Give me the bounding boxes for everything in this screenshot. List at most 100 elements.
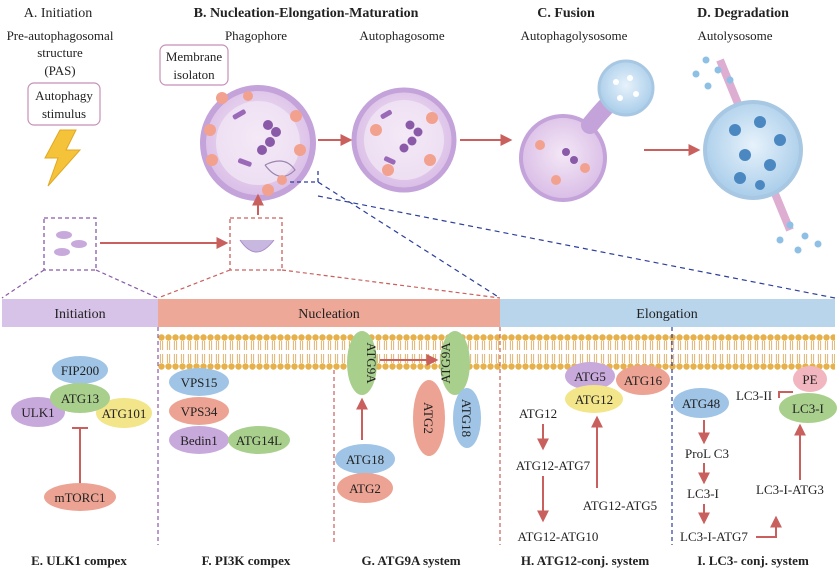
pe-label: PE — [802, 372, 817, 387]
atg5-protein — [565, 362, 615, 390]
atg18-bottom-label: ATG18 — [346, 452, 384, 467]
zoom-line — [1, 269, 45, 299]
pas-vesicle — [56, 231, 72, 239]
autophagosome-cell — [351, 87, 457, 193]
atg2-bottom-label: ATG2 — [349, 481, 381, 496]
atg12-complex-label: ATG12 — [575, 392, 613, 407]
pe-molecule — [793, 366, 827, 392]
atg48-label: ATG48 — [682, 396, 720, 411]
atg101-protein — [96, 398, 152, 428]
atg101-label: ATG101 — [102, 406, 147, 421]
stimulus-box — [27, 82, 101, 126]
nucleation-box — [229, 217, 283, 271]
autophagolysosome-label: Autophagolysosome — [521, 28, 628, 43]
zoom-line — [317, 195, 836, 299]
stimulus-line2: stimulus — [42, 106, 86, 121]
atg9a-right-protein — [440, 331, 470, 395]
vps34-label: VPS34 — [181, 404, 218, 419]
atg9a-right-label: ATG9A — [438, 342, 453, 384]
atg14l-protein — [228, 426, 290, 454]
nucleation-title: B. Nucleation-Elongation-Maturation — [194, 6, 419, 21]
atg16-label: ATG16 — [624, 373, 663, 388]
lc3i-protein — [779, 393, 837, 423]
lc3-bracket — [778, 391, 793, 398]
atg18-right-label: ATG18 — [459, 399, 474, 437]
atg12-complex-protein — [565, 385, 623, 413]
lc3i-label: LC3-I — [687, 486, 719, 501]
fip200-label: FIP200 — [61, 363, 99, 378]
lipid-bilayer — [158, 334, 835, 370]
atg2-bottom-protein — [337, 473, 393, 503]
atg9a-caption: G. ATG9A system — [361, 553, 460, 568]
nascent-phagophore-icon — [239, 239, 275, 253]
membrane-box — [159, 44, 229, 86]
lc3i-complex-label: LC3-I — [792, 401, 824, 416]
autolysosome-cell — [692, 56, 822, 254]
pi3k-caption: F. PI3K compex — [202, 553, 291, 568]
band-nucleation — [158, 299, 500, 327]
atg2-right-protein — [413, 380, 445, 456]
prolc3-label: ProL C3 — [685, 446, 729, 461]
lc3i-atg7-label: LC3-I-ATG7 — [680, 529, 748, 544]
lc3ii-label: LC3-II — [736, 388, 772, 403]
atg18-bottom-protein — [335, 444, 395, 474]
vps34-protein — [169, 397, 229, 425]
phagophore-cell — [200, 85, 316, 201]
vps15-label: VPS15 — [181, 375, 218, 390]
fusion-title: C. Fusion — [537, 6, 595, 21]
lc3i-atg3-label: LC3-I-ATG3 — [756, 482, 824, 497]
ulk1-protein — [11, 397, 65, 427]
membrane-line2: isolaton — [173, 67, 215, 82]
arrow-atg7-to-atg3 — [756, 515, 782, 538]
membrane-line1: Membrane — [166, 49, 223, 64]
atg12-caption: H. ATG12-conj. system — [521, 553, 649, 568]
bedin1-protein — [169, 426, 229, 454]
bedin1-label: Bedin1 — [180, 433, 218, 448]
fip200-protein — [52, 356, 108, 384]
band-elongation-label: Elongation — [636, 307, 697, 322]
pas-box — [43, 217, 97, 271]
vps15-protein — [169, 368, 229, 396]
zoom-line — [281, 269, 501, 299]
stimulus-line1: Autophagy — [35, 88, 93, 103]
ulk1-caption: E. ULK1 compex — [31, 553, 127, 568]
atg13-protein — [50, 383, 110, 413]
atg5-label: ATG5 — [574, 369, 606, 384]
atg14l-label: ATG14L — [236, 433, 282, 448]
atg12-atg10-label: ATG12-ATG10 — [518, 529, 599, 544]
atg12-atg7-label: ATG12-ATG7 — [516, 458, 591, 473]
autophagolysosome-cell — [519, 59, 655, 202]
autolysosome-label: Autolysosome — [697, 28, 772, 43]
zoom-line — [317, 181, 501, 299]
mtorc1-protein — [44, 483, 116, 511]
pas-line1: Pre-autophagosomal — [7, 28, 114, 43]
pas-line2: structure — [37, 45, 83, 60]
zoom-line — [157, 269, 231, 299]
autophagosome-label: Autophagosome — [359, 28, 444, 43]
atg2-right-label: ATG2 — [421, 402, 436, 434]
atg16-protein — [616, 365, 670, 395]
initiation-title: A. Initiation — [24, 6, 92, 21]
atg9a-left-label: ATG9A — [364, 342, 379, 384]
band-nucleation-label: Nucleation — [298, 307, 359, 322]
pas-vesicle — [54, 248, 70, 256]
atg9a-left-protein — [347, 331, 377, 395]
phagophore-label: Phagophore — [225, 28, 287, 43]
band-initiation — [2, 299, 158, 327]
atg18-right-protein — [453, 388, 481, 448]
atg12-atg5-label: ATG12-ATG5 — [583, 498, 657, 513]
atg13-label: ATG13 — [61, 391, 99, 406]
mtorc1-label: mTORC1 — [54, 490, 105, 505]
degradation-title: D. Degradation — [697, 6, 789, 21]
ulk1-label: ULK1 — [21, 405, 54, 420]
pas-vesicle — [71, 240, 87, 248]
band-initiation-label: Initiation — [54, 307, 105, 322]
lc3-caption: I. LC3- conj. system — [697, 553, 809, 568]
atg48-protein — [673, 388, 729, 418]
atg12-label: ATG12 — [519, 406, 557, 421]
pas-line3: (PAS) — [44, 63, 75, 78]
zoom-line — [95, 269, 159, 299]
lightning-icon — [44, 129, 82, 187]
